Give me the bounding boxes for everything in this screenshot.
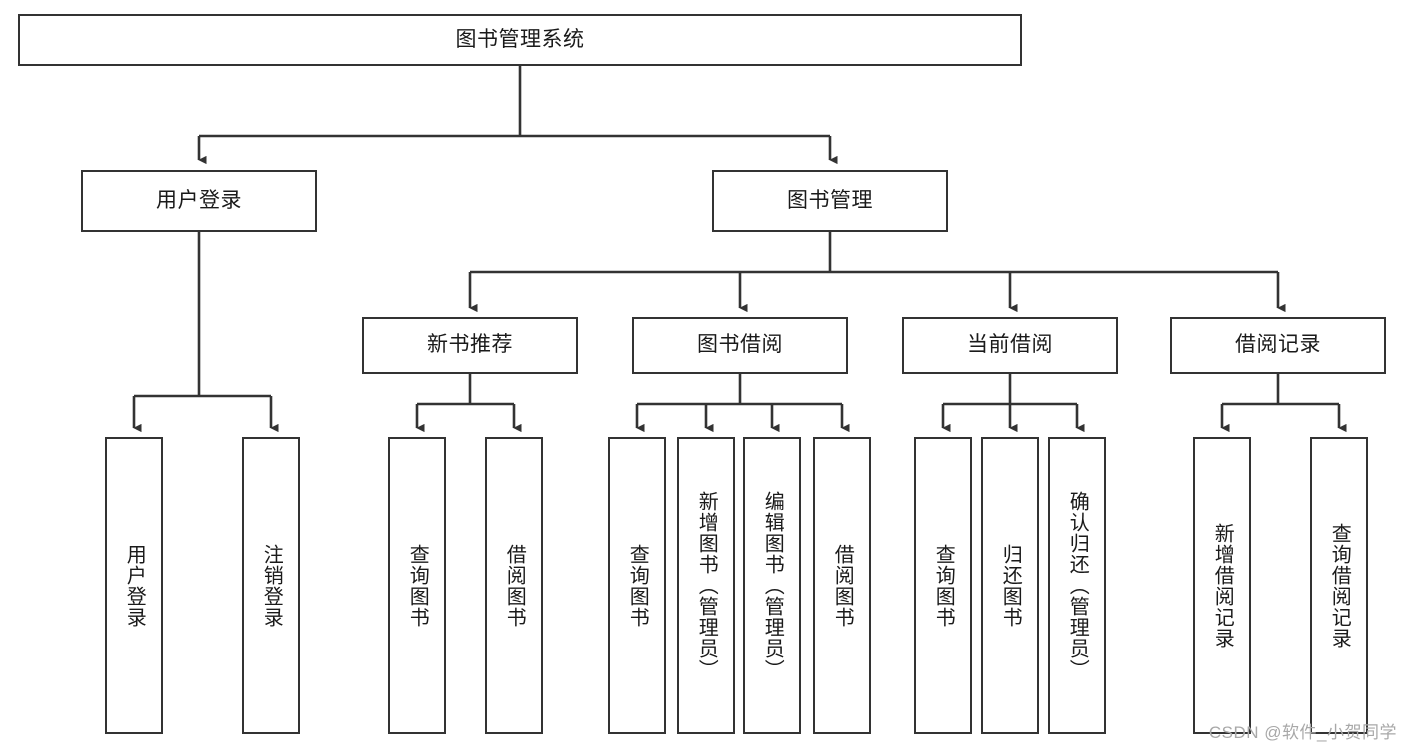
node-label: 查询借阅记录 bbox=[1328, 522, 1351, 649]
node-label: 当前借阅 bbox=[967, 333, 1053, 357]
node-label: 编辑图书（管理员） bbox=[761, 491, 784, 680]
node-leaf-logout-login[interactable]: 注销登录 bbox=[242, 437, 300, 734]
node-current-borrow[interactable]: 当前借阅 bbox=[902, 317, 1118, 374]
node-user-login[interactable]: 用户登录 bbox=[81, 170, 317, 232]
node-label: 借阅记录 bbox=[1235, 333, 1321, 357]
node-leaf-confirm-return[interactable]: 确认归还（管理员） bbox=[1048, 437, 1106, 734]
node-label: 查询图书 bbox=[406, 543, 429, 628]
node-book-management[interactable]: 图书管理 bbox=[712, 170, 948, 232]
csdn-watermark: CSDN @软件_小贺同学 bbox=[1208, 723, 1397, 742]
node-leaf-query-book-2[interactable]: 查询图书 bbox=[608, 437, 666, 734]
node-leaf-add-record[interactable]: 新增借阅记录 bbox=[1193, 437, 1251, 734]
node-leaf-edit-book[interactable]: 编辑图书（管理员） bbox=[743, 437, 801, 734]
node-label: 查询图书 bbox=[626, 543, 649, 628]
node-leaf-return-book[interactable]: 归还图书 bbox=[981, 437, 1039, 734]
node-leaf-query-record[interactable]: 查询借阅记录 bbox=[1310, 437, 1368, 734]
node-leaf-query-book-3[interactable]: 查询图书 bbox=[914, 437, 972, 734]
node-leaf-borrow-book-2[interactable]: 借阅图书 bbox=[813, 437, 871, 734]
node-label: 用户登录 bbox=[123, 543, 146, 628]
node-label: 新增图书（管理员） bbox=[695, 491, 718, 680]
node-label: 用户登录 bbox=[156, 188, 242, 212]
node-borrow-record[interactable]: 借阅记录 bbox=[1170, 317, 1386, 374]
node-label: 确认归还（管理员） bbox=[1066, 491, 1089, 680]
node-label: 查询图书 bbox=[932, 543, 955, 628]
node-label: 新增借阅记录 bbox=[1211, 522, 1234, 649]
node-label: 注销登录 bbox=[260, 543, 283, 628]
node-label: 借阅图书 bbox=[503, 543, 526, 628]
node-new-book-recommend[interactable]: 新书推荐 bbox=[362, 317, 578, 374]
node-leaf-add-book[interactable]: 新增图书（管理员） bbox=[677, 437, 735, 734]
node-label: 新书推荐 bbox=[427, 333, 513, 357]
node-leaf-user-login[interactable]: 用户登录 bbox=[105, 437, 163, 734]
node-root-book-management-system[interactable]: 图书管理系统 bbox=[18, 14, 1022, 66]
node-book-borrow[interactable]: 图书借阅 bbox=[632, 317, 848, 374]
node-label: 归还图书 bbox=[999, 543, 1022, 628]
node-label: 图书管理 bbox=[787, 188, 873, 212]
node-leaf-query-book-1[interactable]: 查询图书 bbox=[388, 437, 446, 734]
node-label: 图书管理系统 bbox=[455, 27, 585, 51]
node-label: 图书借阅 bbox=[697, 333, 783, 357]
node-label: 借阅图书 bbox=[831, 543, 854, 628]
node-leaf-borrow-book-1[interactable]: 借阅图书 bbox=[485, 437, 543, 734]
